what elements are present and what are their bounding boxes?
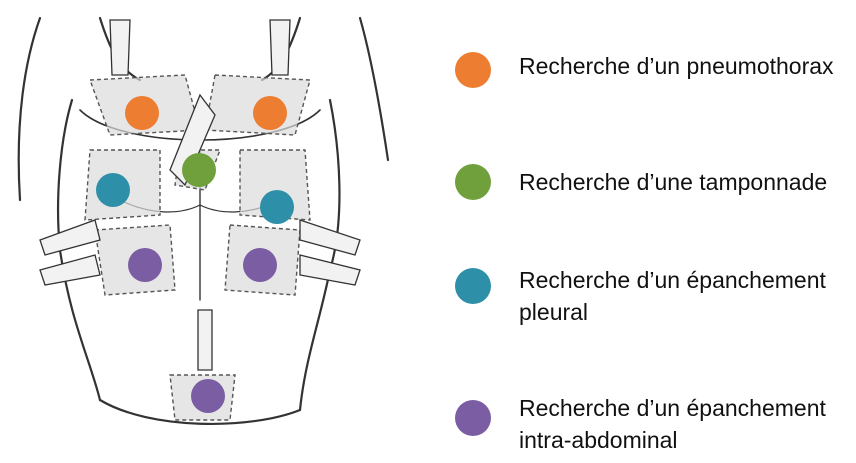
marker-pleural-left (260, 190, 294, 224)
marker-abdominal-right (128, 248, 162, 282)
probe-left-lower (300, 255, 360, 285)
marker-abdominal-left (243, 248, 277, 282)
legend-label-abdominal: Recherche d’un épanchement intra-abdomin… (519, 392, 826, 456)
legend-item-pneumothorax: Recherche d’un pneumothorax (455, 52, 834, 88)
probe-right-chest (110, 20, 130, 75)
legend-item-abdominal: Recherche d’un épanchement intra-abdomin… (455, 400, 826, 456)
legend: Recherche d’un pneumothorax Recherche d’… (455, 0, 855, 463)
marker-pneumothorax-left (253, 96, 287, 130)
probe-left-upper (300, 220, 360, 255)
probe-left-chest (270, 20, 290, 75)
legend-dot-blue (455, 268, 491, 304)
legend-item-tamponnade: Recherche d’une tamponnade (455, 164, 827, 200)
legend-label-tamponnade: Recherche d’une tamponnade (519, 166, 827, 198)
probe-right-upper (40, 220, 100, 255)
legend-dot-purple (455, 400, 491, 436)
body-ultrasound-diagram (0, 0, 400, 463)
legend-dot-orange (455, 52, 491, 88)
probe-right-lower (40, 255, 100, 285)
legend-dot-green (455, 164, 491, 200)
legend-label-pneumothorax: Recherche d’un pneumothorax (519, 50, 834, 82)
legend-item-pleural: Recherche d’un épanchement pleural (455, 268, 826, 328)
marker-pneumothorax-right (125, 96, 159, 130)
legend-label-pleural: Recherche d’un épanchement pleural (519, 264, 826, 328)
marker-pleural-right (96, 173, 130, 207)
marker-abdominal-pelvic (191, 379, 225, 413)
marker-tamponnade (182, 153, 216, 187)
probe-pelvic (198, 310, 212, 370)
